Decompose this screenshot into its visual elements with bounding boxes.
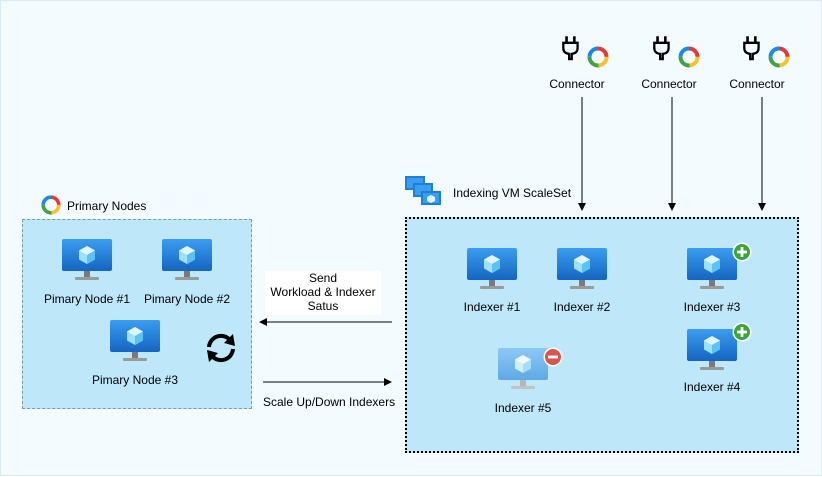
primary-node-label: Pimary Node #2	[143, 292, 231, 306]
send-line-3: Satus	[307, 299, 339, 313]
indexer-label: Indexer #3	[683, 300, 741, 314]
connector-label: Connector	[549, 77, 605, 91]
primary-node-label: Pimary Node #3	[91, 373, 179, 387]
indexer-label: Indexer #2	[553, 300, 611, 314]
sync-icon	[207, 333, 235, 363]
primary-node-label: Pimary Node #1	[43, 292, 131, 306]
scale-message: Scale Up/Down Indexers	[263, 395, 396, 409]
send-line-2: Workload & Indexer	[270, 285, 376, 299]
primary-nodes-title: Primary Nodes	[67, 199, 147, 213]
primary-nodes-group	[22, 219, 252, 409]
vm-scaleset-icon	[405, 176, 441, 205]
indexer-label: Indexer #4	[683, 380, 741, 394]
connector-label: Connector	[729, 77, 785, 91]
send-status-message: Send Workload & Indexer Satus	[265, 271, 381, 315]
indexer-label: Indexer #1	[463, 300, 521, 314]
indexing-scaleset-title: Indexing VM ScaleSet	[453, 186, 572, 200]
connector-label: Connector	[641, 77, 697, 91]
indexer-label: Indexer #5	[494, 401, 552, 415]
send-line-1: Send	[308, 271, 338, 285]
